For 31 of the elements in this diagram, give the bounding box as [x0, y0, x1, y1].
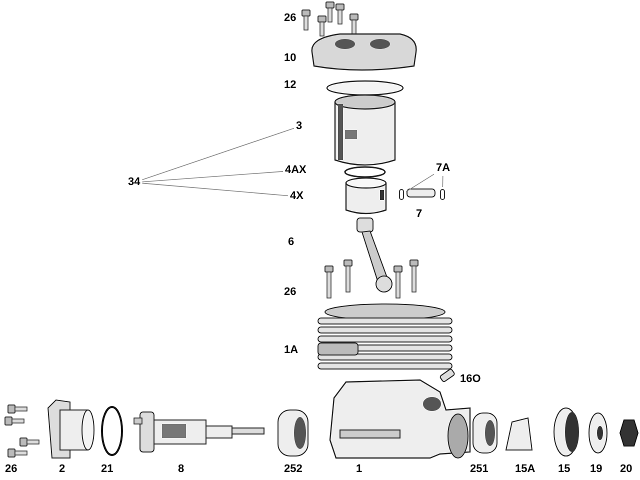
callout-number: 26: [284, 13, 296, 24]
leader-line: [142, 128, 294, 180]
callout-number: 4X: [290, 191, 304, 202]
callout-number: 251: [470, 464, 488, 475]
callout-number: 3: [296, 121, 302, 132]
callout-number: 8: [178, 464, 184, 475]
callout-number: 1A: [284, 345, 298, 356]
circlip-icon: [399, 189, 404, 200]
callout-number: 26: [284, 287, 296, 298]
callout-number: 21: [101, 464, 114, 475]
leader-line: [406, 174, 434, 192]
callout-number: 34: [128, 177, 140, 188]
callout-number: 15: [558, 464, 570, 475]
callout-number: 12: [284, 80, 296, 91]
callout-number: 1: [356, 464, 362, 475]
callout-number: 10: [284, 53, 296, 64]
callout-number: 7: [416, 209, 422, 220]
callout-number: 26: [5, 464, 18, 475]
callout-number: 20: [620, 464, 632, 475]
leader-line: [142, 182, 288, 196]
leader-line: [142, 171, 284, 182]
callout-number: 15A: [515, 464, 536, 475]
callout-number: 7A: [436, 163, 450, 174]
circlip-icon: [440, 189, 445, 200]
callout-number: 2: [59, 464, 66, 475]
callout-number: 6: [288, 237, 294, 248]
callout-number: 16O: [460, 374, 481, 385]
callout-number: 19: [590, 464, 602, 475]
callout-number: 4AX: [285, 165, 306, 176]
callout-number: 252: [284, 464, 302, 475]
leader-line: [442, 176, 444, 188]
